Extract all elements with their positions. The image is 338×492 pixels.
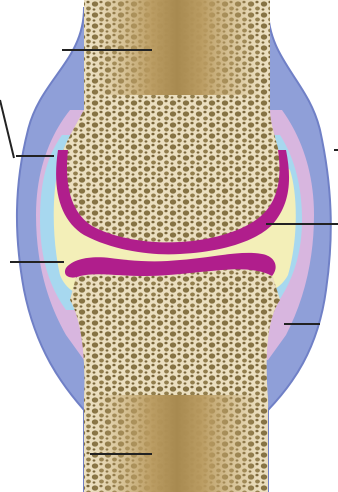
lower-bone bbox=[60, 255, 300, 492]
leader-line-capsule-left-upper bbox=[0, 100, 14, 158]
